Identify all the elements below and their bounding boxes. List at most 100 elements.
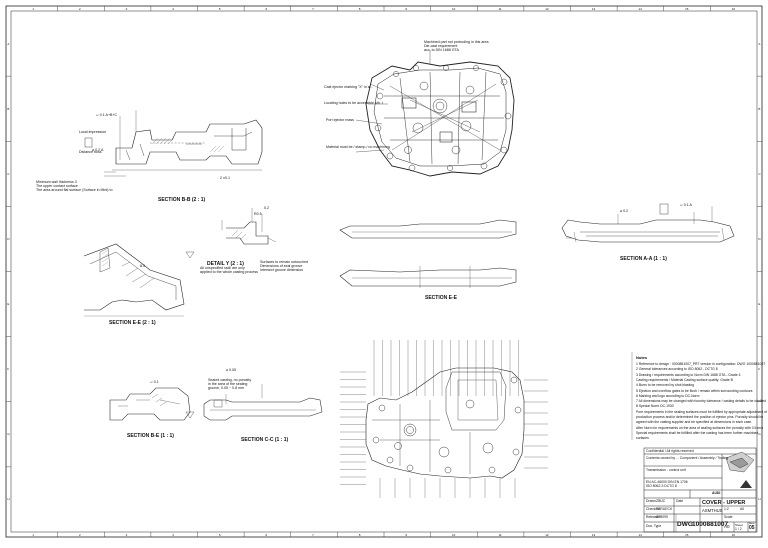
cc-note-2: in the area of the sealing xyxy=(208,382,248,386)
note-item: 5 Ejection and overflow gates to be flus… xyxy=(636,388,753,393)
section-aa-view xyxy=(561,206,735,243)
detail-y-note-4: Dimensions of seal groove xyxy=(260,264,303,268)
zone-number-label: 1 xyxy=(32,533,34,538)
tb-approver-label: Released xyxy=(646,515,661,519)
detail-y-note-1: All unspecified radii are only xyxy=(200,266,245,270)
tb-issue: A0 xyxy=(740,507,745,511)
section-cc-view xyxy=(203,384,323,421)
tb-checker-label: Checked xyxy=(646,507,660,511)
detail-y-note-5: Intersect groove dimension xyxy=(260,268,304,272)
section-cc-title: SECTION C-C (1 : 1) xyxy=(241,437,289,443)
zone-number-label: 6 xyxy=(265,533,268,538)
tb-part-group: Transmission - control unit xyxy=(646,468,686,472)
section-ee-title: SECTION E-E (2 : 1) xyxy=(109,320,156,326)
note-item: agreed with the casting supplier and be … xyxy=(636,420,753,425)
bb-callout-1: Local impression xyxy=(79,130,106,134)
zone-number-label: 14 xyxy=(638,7,642,12)
callout-port: Port ejector mass xyxy=(326,118,354,122)
cc-note-3: groove, 0.05 ~ 0.8 mm xyxy=(208,386,245,390)
section-bb-title: SECTION B-B (2 : 1) xyxy=(158,197,206,203)
section-be-view xyxy=(109,387,191,421)
note-item: 2 General tolerances according to ISO 80… xyxy=(636,367,718,372)
tb-company: Contents owned by ... Component / Assemb… xyxy=(646,456,729,460)
zone-number-label: 7 xyxy=(312,533,314,538)
tb-date-label: Date xyxy=(676,499,684,503)
zone-letter-label: G xyxy=(7,432,10,437)
tb-tolerance: ISO 8062-3 DCTG 8 xyxy=(646,484,677,488)
callout-machined-2: Die-cast requirement xyxy=(424,44,458,48)
datum-box-c xyxy=(213,399,223,408)
dim-d3: 8.5 xyxy=(140,264,145,268)
finish-symbol xyxy=(185,251,195,259)
zone-number-label: 8 xyxy=(358,7,361,12)
tb-designer-label: Drawn xyxy=(646,499,656,503)
dim-aa-b: ⌀ 0.2 xyxy=(620,209,629,213)
note-item: 4 Burrs to be removed by shot blasting xyxy=(636,383,695,388)
note-item: Pore requirements in the sealing surface… xyxy=(636,409,768,414)
datum-box-a xyxy=(659,203,669,215)
section-ee-view xyxy=(83,243,185,317)
zone-grid xyxy=(6,6,762,537)
tb-subtitle: ASMTHUS xyxy=(702,508,723,513)
tb-sheet-label: Sheet xyxy=(735,523,743,527)
section-aa-title: SECTION A-A (1 : 1) xyxy=(620,256,667,262)
tb-doctype-label: Doc. Type xyxy=(646,524,662,528)
dim-aa-a: ▱ 0.1 A xyxy=(680,203,692,207)
tb-owner: Confidential / All rights reserved xyxy=(646,449,694,453)
top-plan-view xyxy=(365,61,515,177)
zone-number-label: 7 xyxy=(312,7,314,12)
zone-number-label: 10 xyxy=(451,7,456,12)
zone-letter-label: C xyxy=(7,171,10,176)
zone-number-label: 4 xyxy=(172,7,174,12)
zone-letter-label: E xyxy=(758,302,761,307)
zone-number-label: 9 xyxy=(405,7,407,12)
zone-number-label: 5 xyxy=(218,7,221,12)
zone-number-label: 5 xyxy=(218,533,221,538)
thumbnail-preview xyxy=(725,451,755,473)
zone-letter-label: B xyxy=(7,106,10,111)
note-item: Casting requirements / Material Casting … xyxy=(636,377,733,382)
dim-bb-b: ⌀ 0.2 A xyxy=(92,148,104,152)
note-item: surfaces xyxy=(636,436,649,441)
zone-letter-label: G xyxy=(758,432,761,437)
bb-note-3: The area around flat surface (Surface in… xyxy=(36,188,113,192)
dim-bb-a: ▱ 0.1 A+B+C xyxy=(96,113,118,117)
section-be-title: SECTION B-E (1 : 1) xyxy=(127,433,174,439)
zone-number-label: 1 xyxy=(32,7,34,12)
zone-number-label: 13 xyxy=(591,533,596,538)
bottom-plan-view xyxy=(365,367,525,479)
notes-heading: Notes xyxy=(636,355,648,360)
zone-letter-label: A xyxy=(758,41,761,46)
title-block-frame xyxy=(643,447,757,533)
note-item: production process and/or determined the… xyxy=(636,415,764,419)
tb-scale-label: Scale xyxy=(724,515,733,519)
zone-number-label: 11 xyxy=(498,533,502,538)
dim-c2: ▱ 0.1 xyxy=(150,380,159,384)
company-logo-icon xyxy=(740,480,752,488)
tb-checker: TBRUECK xyxy=(656,507,673,511)
dim-d2: R0.5 xyxy=(254,212,262,216)
tb-sheet-value: 1 / 2 xyxy=(735,527,742,531)
zone-number-label: 12 xyxy=(545,7,549,12)
note-item: 3 Drawing / requirements according to No… xyxy=(636,372,741,377)
zone-letter-label: C xyxy=(758,171,761,176)
note-item: 7 All dimensions may be changed with fou… xyxy=(636,399,767,404)
callout-ejector: Cast ejector marking "X" in a... xyxy=(324,85,373,89)
zone-letter-label: A xyxy=(7,41,10,46)
zone-number-label: 3 xyxy=(125,533,128,538)
dim-d1: 0.2 xyxy=(264,206,269,210)
zone-letter-label: H xyxy=(758,497,761,502)
zone-number-label: 14 xyxy=(638,533,642,538)
tb-logo-text: AUDI xyxy=(712,491,721,495)
zone-letter-label: D xyxy=(7,236,10,241)
zone-number-label: 10 xyxy=(451,533,456,538)
zone-number-label: 3 xyxy=(125,7,128,12)
cc-note-1: Sealed casting, no porosity xyxy=(208,378,252,382)
callout-machined: Machined part not protruding in this are… xyxy=(424,40,489,44)
tb-revision: 05 xyxy=(749,525,755,531)
tb-title: COVER - UPPER xyxy=(702,500,746,506)
zone-letter-label: B xyxy=(758,106,761,111)
finish-symbol-2 xyxy=(185,411,195,419)
